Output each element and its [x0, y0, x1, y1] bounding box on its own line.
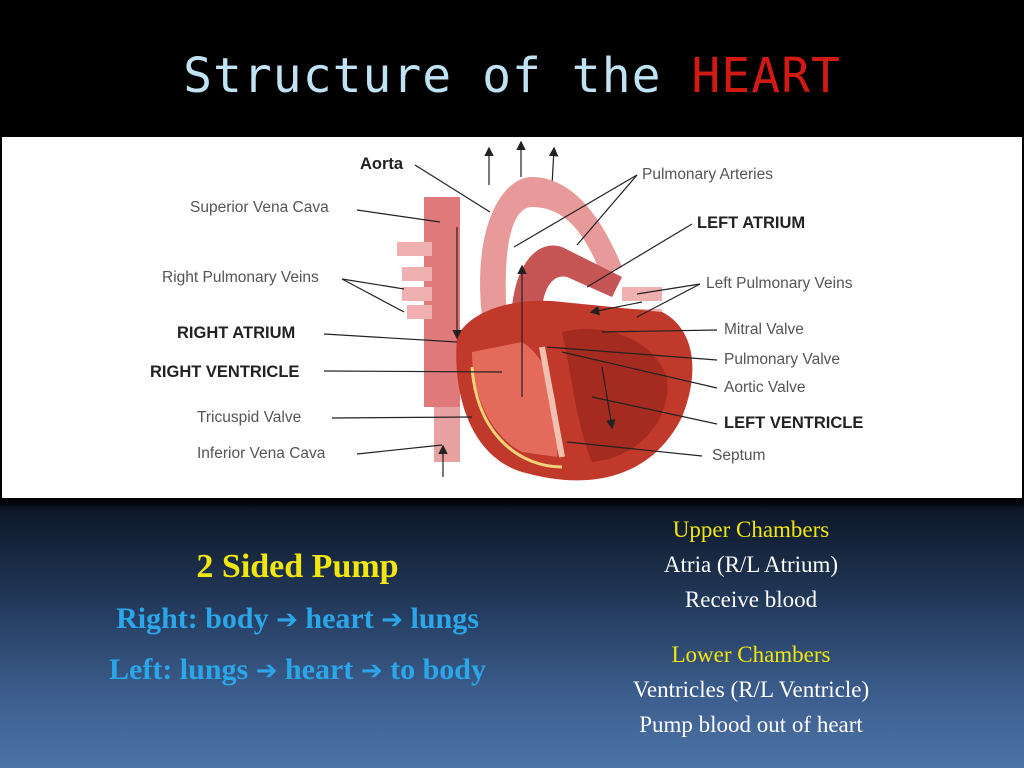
right-flow-start: Right: body [116, 602, 269, 635]
leader-lines [323, 164, 718, 457]
title-highlight: HEART [691, 48, 841, 104]
label-tricuspid-valve: Tricuspid Valve [197, 409, 301, 426]
vein-stub [397, 242, 432, 256]
left-flow-end: to body [390, 653, 486, 686]
right-flow-mid: heart [305, 602, 374, 635]
right-chamber-shape [472, 342, 558, 457]
aorta-shape [480, 177, 622, 317]
heart-diagram: Aorta Superior Vena Cava Right Pulmonary… [150, 140, 863, 481]
fat-edge [470, 366, 563, 469]
arrow-right-icon: ➔ [255, 656, 278, 686]
slide-title: Structure of the HEART [0, 48, 1024, 104]
up-arrow-icon [548, 146, 559, 186]
label-mitral-valve: Mitral Valve [724, 321, 804, 338]
label-pulmonary-valve: Pulmonary Valve [724, 351, 840, 368]
heart-diagram-panel: Aorta Superior Vena Cava Right Pulmonary… [2, 137, 1022, 498]
vein-stub [622, 287, 662, 301]
chambers-section: Upper Chambers Atria (R/L Atrium) Receiv… [570, 512, 932, 742]
label-left-pulmonary-veins: Left Pulmonary Veins [706, 275, 853, 292]
vein-stub [407, 305, 432, 319]
label-right-pulmonary-veins: Right Pulmonary Veins [162, 269, 319, 286]
label-aortic-valve: Aortic Valve [724, 379, 806, 396]
left-flow-mid: heart [285, 653, 354, 686]
upper-chambers-line2: Receive blood [684, 587, 818, 612]
heart-illustration [397, 140, 693, 481]
arrow-right-icon: ➔ [381, 605, 404, 635]
left-flow-line: Left: lungs ➔ heart ➔ to body [40, 645, 555, 696]
left-chamber-shape [562, 329, 668, 462]
vein-stub [402, 287, 432, 301]
upper-chambers-line1: Atria (R/L Atrium) [663, 552, 839, 577]
vena-cava-shape [424, 197, 460, 407]
arrow-right-icon: ➔ [360, 656, 383, 686]
title-text: Structure of the [183, 48, 662, 104]
two-sided-pump-section: 2 Sided Pump Right: body ➔ heart ➔ lungs… [40, 548, 555, 696]
upper-chambers-heading: Upper Chambers [672, 517, 830, 542]
left-flow-start: Left: lungs [109, 653, 249, 686]
right-flow-line: Right: body ➔ heart ➔ lungs [40, 594, 555, 645]
septum-shape [539, 346, 565, 458]
right-flow-end: lungs [410, 602, 479, 635]
lower-chambers-line1: Ventricles (R/L Ventricle) [632, 677, 870, 702]
vein-stub [402, 267, 432, 281]
label-aorta: Aorta [360, 155, 404, 173]
label-right-atrium: RIGHT ATRIUM [177, 324, 295, 342]
label-pulmonary-arteries: Pulmonary Arteries [642, 166, 773, 183]
arrow-right-icon: ➔ [276, 605, 298, 635]
label-left-atrium: LEFT ATRIUM [697, 214, 805, 232]
label-superior-vena-cava: Superior Vena Cava [190, 199, 329, 216]
label-right-ventricle: RIGHT VENTRICLE [150, 363, 299, 381]
pump-title: 2 Sided Pump [196, 548, 399, 585]
flow-arrow-icon [589, 301, 643, 316]
lower-chambers-heading: Lower Chambers [671, 642, 831, 667]
label-left-ventricle: LEFT VENTRICLE [724, 414, 863, 432]
label-inferior-vena-cava: Inferior Vena Cava [197, 445, 326, 462]
lower-chambers-line2: Pump blood out of heart [639, 712, 863, 737]
label-septum: Septum [712, 447, 765, 464]
inferior-vena-cava-shape [434, 407, 460, 462]
flow-arrow-icon [601, 366, 616, 430]
